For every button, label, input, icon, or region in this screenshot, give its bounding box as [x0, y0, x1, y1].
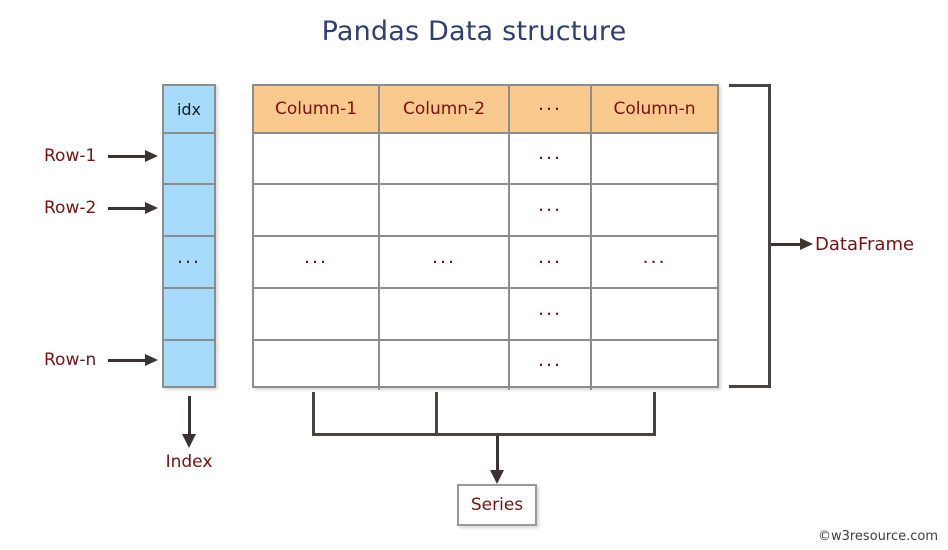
index-cell-row-1: [164, 134, 214, 185]
cell-text: ...: [537, 245, 563, 268]
dataframe-bracket: [729, 84, 771, 388]
table-row: ...: [510, 237, 592, 289]
index-header-cell: idx: [164, 86, 214, 134]
table-row: [380, 341, 510, 390]
table-row: ...: [510, 134, 592, 185]
series-label: Series: [470, 495, 524, 515]
row-2-arrow-icon: [108, 202, 158, 214]
table-row: [254, 289, 380, 341]
table-row: ...: [254, 237, 380, 289]
dataframe-arrow-icon: [771, 238, 815, 250]
table-row: [380, 289, 510, 341]
table-header-column-2: Column-2: [380, 86, 510, 134]
index-cell-row-3: ...: [164, 237, 214, 289]
row-n-arrow-icon: [108, 354, 158, 366]
index-cell-row-2: [164, 185, 214, 237]
cell-text: ...: [303, 245, 329, 268]
index-column: idx ...: [162, 84, 216, 388]
table-row: ...: [510, 185, 592, 237]
table-row: ...: [510, 341, 592, 390]
series-arrow-icon: [490, 436, 504, 484]
table-row: ...: [380, 237, 510, 289]
page-title: Pandas Data structure: [321, 16, 627, 47]
table-row: [380, 134, 510, 185]
header-label: ...: [537, 92, 563, 115]
index-arrow-icon: [182, 396, 196, 448]
table-row: [254, 185, 380, 237]
row-1-arrow-icon: [108, 150, 158, 162]
cell-text: ...: [642, 245, 667, 268]
cell-text: ...: [431, 245, 457, 268]
cell-text: ...: [537, 142, 563, 164]
table-header-column-n: Column-n: [592, 86, 717, 134]
row-label-2: Row-2: [44, 198, 97, 218]
cell-text: ...: [537, 349, 563, 371]
table-row: ...: [510, 289, 592, 341]
index-cell-row-4: [164, 289, 214, 341]
header-label: Column-2: [402, 99, 486, 119]
table-row: [380, 185, 510, 237]
table-row: [592, 134, 717, 185]
index-header-label: idx: [176, 99, 202, 119]
table-header-column-1: Column-1: [254, 86, 380, 134]
row-label-n: Row-n: [44, 350, 97, 370]
dataframe-label: DataFrame: [815, 234, 915, 255]
table-row: [592, 185, 717, 237]
dataframe-table: Column-1 Column-2 ... Column-n ...: [252, 84, 719, 390]
index-cell-row-5: [164, 341, 214, 390]
series-box: Series: [457, 484, 537, 526]
cell-text: ...: [537, 193, 563, 216]
watermark: ©w3resource.com: [817, 529, 938, 544]
table-row: [254, 134, 380, 185]
index-cell-ellipsis: ...: [176, 245, 202, 268]
header-label: Column-n: [613, 99, 696, 119]
table-row: [254, 341, 380, 390]
header-label: Column-1: [274, 99, 358, 119]
index-label: Index: [165, 452, 213, 472]
row-label-1: Row-1: [44, 146, 97, 166]
table-row: ...: [592, 237, 717, 289]
table-row: [592, 289, 717, 341]
series-bracket: [312, 392, 656, 436]
table-header-ellipsis: ...: [510, 86, 592, 134]
cell-text: ...: [537, 297, 563, 320]
table-row: [592, 341, 717, 390]
